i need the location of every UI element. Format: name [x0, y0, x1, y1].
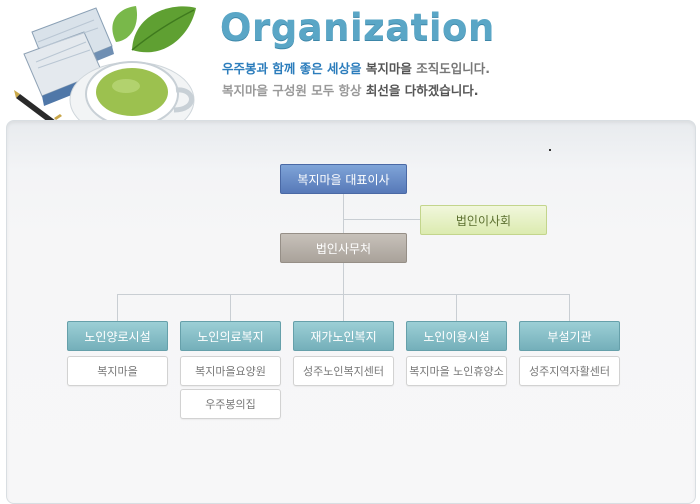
connector-board: [343, 219, 420, 220]
office-box: 법인사무처: [280, 233, 407, 263]
connector-dept-1: [117, 294, 118, 321]
intro-line-2: 복지마을 구성원 모두 항상 최선을 다하겠습니다.: [222, 80, 479, 99]
connector-dept-4: [456, 294, 457, 321]
connector-dept-2: [230, 294, 231, 321]
connector-dept-5: [569, 294, 570, 321]
page-title: Organization: [220, 6, 495, 49]
sub-welfare-village: 복지마을: [67, 356, 168, 386]
dept-elderly-facility: 노인이용시설: [406, 321, 507, 351]
dept-affiliated: 부설기관: [519, 321, 620, 351]
sub-self-sufficiency-center: 성주지역자활센터: [519, 356, 620, 386]
ceo-box: 복지마을 대표이사: [280, 164, 407, 194]
intro-line-2-highlight: 최선을 다하겠습니다.: [365, 83, 479, 98]
leaf-icon: [112, 6, 196, 53]
connector-ceo-trunk: [343, 194, 344, 233]
connector-dept-3: [343, 294, 344, 321]
sub-elderly-resort: 복지마을 노인휴양소: [406, 356, 507, 386]
dept-elderly-medical: 노인의료복지: [180, 321, 281, 351]
sub-seongju-welfare-center: 성주노인복지센터: [293, 356, 394, 386]
board-box: 법인이사회: [420, 205, 547, 235]
intro-line-1-highlight: 우주봉과 함께 좋은 세상을: [222, 61, 362, 76]
intro-line-1-end: 조직도입니다.: [416, 61, 491, 76]
dept-home-care: 재가노인복지: [293, 321, 394, 351]
sub-woojubong-house: 우주봉의집: [180, 389, 281, 419]
dept-elderly-housing: 노인양로시설: [67, 321, 168, 351]
intro-line-2-start: 복지마을 구성원 모두 항상: [222, 83, 366, 98]
intro-line-1-org: 복지마을: [361, 61, 417, 76]
stray-dot: [549, 149, 551, 151]
sub-nursing-home: 복지마을요양원: [180, 356, 281, 386]
connector-office-trunk: [343, 263, 344, 294]
intro-line-1: 우주봉과 함께 좋은 세상을 복지마을 조직도입니다.: [222, 58, 490, 77]
tea-cup-icon: [69, 61, 195, 139]
